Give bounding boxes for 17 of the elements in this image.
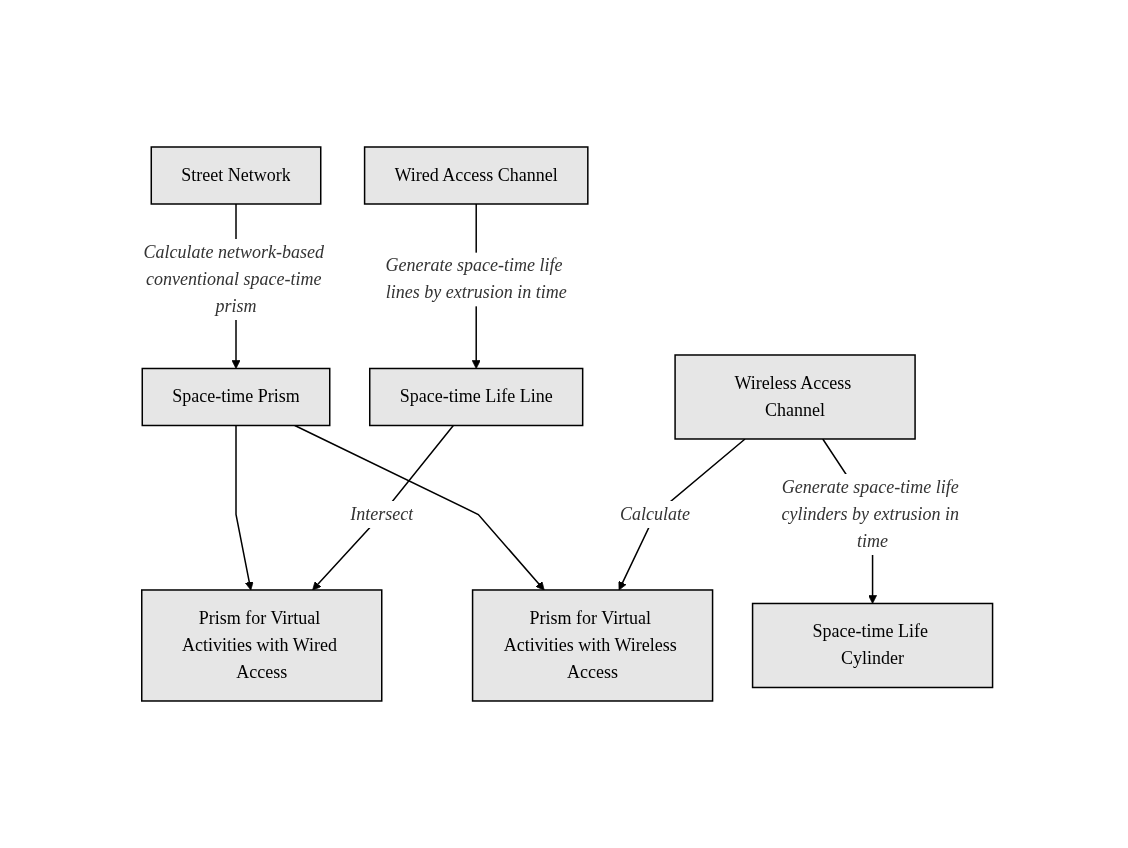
edge-label: Calculate network-based conventional space-time prism — [143, 242, 324, 316]
edge-label: Intersect — [350, 503, 414, 524]
node-box: Space-time Life Line — [368, 367, 584, 427]
node-box: Wired Access Channel — [363, 146, 589, 205]
node-box: Prism for Virtual Activities with Wired Access — [140, 589, 383, 702]
node-box: Space-time Prism — [141, 367, 331, 427]
edge-label: Generate space-time life lines by extrusion in time — [385, 255, 567, 303]
edge-label: Generate space-time life cylinders by extrusion in time — [781, 476, 959, 551]
arrow — [618, 438, 746, 591]
node-box: Prism for Virtual Activities with Wireless Access — [471, 589, 714, 702]
arrow — [311, 424, 454, 591]
arrow — [293, 424, 545, 591]
arrow — [234, 424, 254, 591]
node-box: Wireless Access Channel — [674, 354, 916, 440]
edge-label: Calculate — [619, 503, 690, 524]
node-box: Street Network — [150, 146, 322, 205]
node-box: Space-time Life Cylinder — [751, 602, 993, 689]
